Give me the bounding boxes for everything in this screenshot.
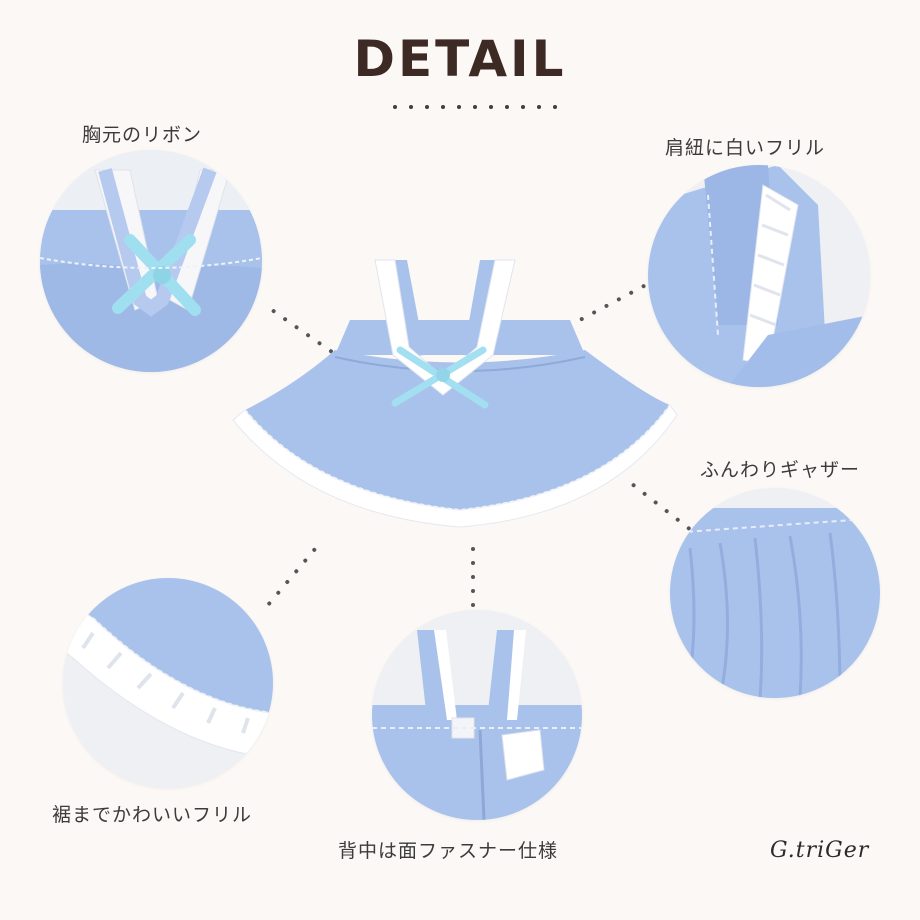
hem-detail-photo <box>63 578 273 788</box>
gather-label: ふんわりギャザー <box>700 459 861 481</box>
strap-detail-photo <box>648 165 870 387</box>
ribbon-detail-photo <box>40 150 262 372</box>
page-title: DETAIL <box>353 30 567 88</box>
strap-label: 肩紐に白いフリル <box>665 137 826 159</box>
ribbon-label: 胸元のリボン <box>82 124 203 146</box>
back-detail-photo <box>372 610 582 820</box>
dress-main-photo <box>225 245 695 545</box>
gather-detail-photo <box>670 488 880 698</box>
title-divider <box>393 105 557 109</box>
hem-label: 裾までかわいいフリル <box>52 804 253 826</box>
hem-pointer-dots <box>266 547 318 607</box>
back-pointer-dots <box>471 547 475 607</box>
back-label: 背中は面ファスナー仕様 <box>338 840 559 862</box>
brand-signature: G.triGer <box>770 838 870 863</box>
